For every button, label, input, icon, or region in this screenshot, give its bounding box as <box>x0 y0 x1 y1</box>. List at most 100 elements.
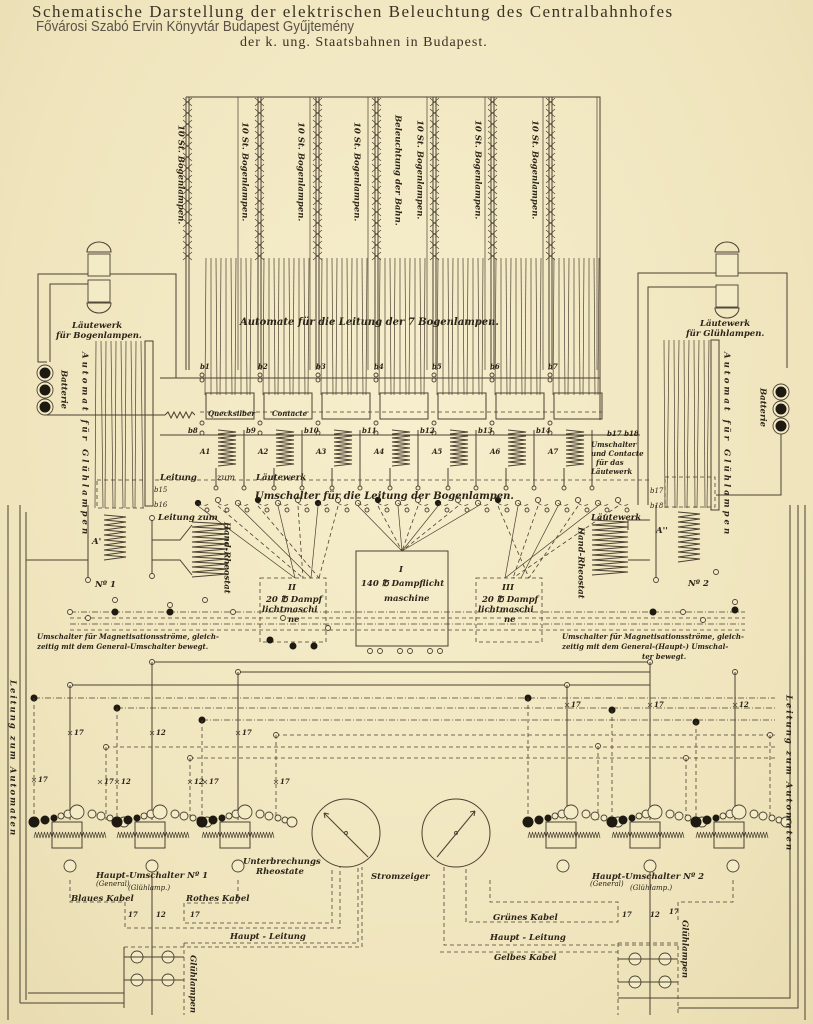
switch-arc <box>517 502 531 506</box>
automat-contact-rod <box>331 257 334 396</box>
arc-lamp-icon <box>312 207 323 217</box>
umschalter-contacte-label: Umschalter <box>591 440 637 449</box>
haupt-umschalter-knob[interactable] <box>643 859 657 873</box>
terminal <box>589 485 595 491</box>
switch-arc <box>217 502 231 506</box>
terminal <box>257 377 263 383</box>
switch-contact <box>758 811 768 821</box>
arc-lamp-icon <box>182 240 193 250</box>
machine-lead <box>377 505 403 552</box>
dynamo-machines <box>259 550 543 647</box>
terminal <box>257 420 263 426</box>
haupt-umschalter-knob[interactable] <box>556 859 570 873</box>
arc-lamp-icon <box>487 141 498 151</box>
rheostat-coil <box>545 831 565 839</box>
arc-lamp-icon <box>429 196 440 206</box>
arc-lamp-icon <box>371 185 382 195</box>
umschalter-contacte-label: für das <box>596 458 624 467</box>
cable-runs <box>7 505 806 1020</box>
switch-frame <box>219 821 251 849</box>
haupt-umschalter-knob[interactable] <box>145 859 159 873</box>
automat-contact-rod <box>204 257 207 396</box>
automat-contact-rod <box>494 257 497 396</box>
arc-lamp-icon <box>182 97 193 107</box>
arc-lamp-icon <box>312 229 323 239</box>
switch-contact <box>196 816 208 828</box>
coil-5 <box>449 429 469 467</box>
gluhlampen-automat-rod <box>100 340 104 509</box>
unterbrechungs-rheostat-knob[interactable] <box>726 859 740 873</box>
switch-contact <box>749 809 759 819</box>
coils-and-rheostats <box>25 505 719 1000</box>
automat-contact-rod <box>303 257 306 396</box>
machine-terminal <box>367 648 373 654</box>
machine-lead <box>237 505 312 579</box>
terminal <box>503 485 509 491</box>
machine-terminal <box>377 648 383 654</box>
diagram-subtitle: der k. ung. Staatsbahnen in Budapest. <box>240 35 488 50</box>
machine-lead <box>357 505 403 552</box>
battery-cell-core <box>775 403 787 415</box>
arc-lamp-icon <box>254 229 265 239</box>
general-label: (General) <box>590 880 624 888</box>
coil-lead <box>563 430 593 486</box>
rheostat-coil <box>611 831 631 839</box>
automat-contact-rod <box>219 257 222 396</box>
arc-lamp-icon <box>429 130 440 140</box>
rheostat-coil <box>581 831 601 839</box>
bell-dome-lower <box>714 307 740 319</box>
gluhlampen-automat-rod <box>693 339 696 509</box>
switch-frame <box>629 821 661 849</box>
umschalter-contact <box>524 507 530 513</box>
machine-ii-text: lichtmaschi <box>262 605 318 615</box>
arc-lamp-icon <box>182 174 193 184</box>
terminal <box>241 485 247 491</box>
terminal <box>531 485 537 491</box>
ammeter-right <box>421 798 491 868</box>
machine-lead <box>401 505 479 552</box>
rheostat-coil <box>134 831 154 839</box>
rheostat-coil <box>527 831 547 839</box>
coil-lead <box>447 430 477 486</box>
b-bottom-label: b14 <box>536 426 551 435</box>
arc-lamp-icon <box>429 141 440 151</box>
b-top-label: b5 <box>432 362 442 371</box>
b15-label: b15 <box>154 486 168 494</box>
arc-lamp-icon <box>254 163 265 173</box>
switch-contact <box>208 815 218 825</box>
arc-lamp-icon <box>312 141 323 151</box>
magnet-switch-contact <box>112 597 118 603</box>
haupt-umschalter-2-label: Haupt-Umschalter Nº 2 <box>592 872 705 882</box>
machine-lead <box>297 505 304 579</box>
terminal <box>149 573 155 579</box>
switch-arc <box>257 502 271 506</box>
machine-iii-box <box>475 577 543 643</box>
coil-label: A2 <box>258 447 269 456</box>
machine-iii-text: ne <box>504 615 516 625</box>
arc-lamp-icon <box>254 108 265 118</box>
terminal <box>547 372 553 378</box>
terminal <box>415 485 421 491</box>
umschalter-contact <box>484 507 490 513</box>
b-top-label: b4 <box>374 362 384 371</box>
bell-magnet-lower <box>715 284 739 308</box>
haupt-umschalter-knob[interactable] <box>63 859 77 873</box>
unterbrechungs-rheostat-knob[interactable] <box>231 859 245 873</box>
switch-contact <box>286 816 298 828</box>
cross-mark-label: 17 <box>242 728 252 737</box>
diagram-title: Schematische Darstellung der elektrische… <box>32 2 674 21</box>
terminal <box>149 515 155 521</box>
machine-i-text: 140 ℔ Dampflicht <box>361 579 445 589</box>
umschalter-contact <box>564 507 570 513</box>
machine-iii-numeral: III <box>502 583 514 593</box>
arc-lamp-icon <box>312 251 323 261</box>
arc-lamp-icon <box>312 97 323 107</box>
switch-contact <box>674 811 684 821</box>
automat-contact-rod <box>320 257 323 396</box>
automat-contact-rod <box>481 257 484 396</box>
automat-contact-rod <box>567 257 570 396</box>
switch-arc <box>337 502 351 506</box>
arc-lamp-icon <box>429 240 440 250</box>
terminal <box>445 485 451 491</box>
